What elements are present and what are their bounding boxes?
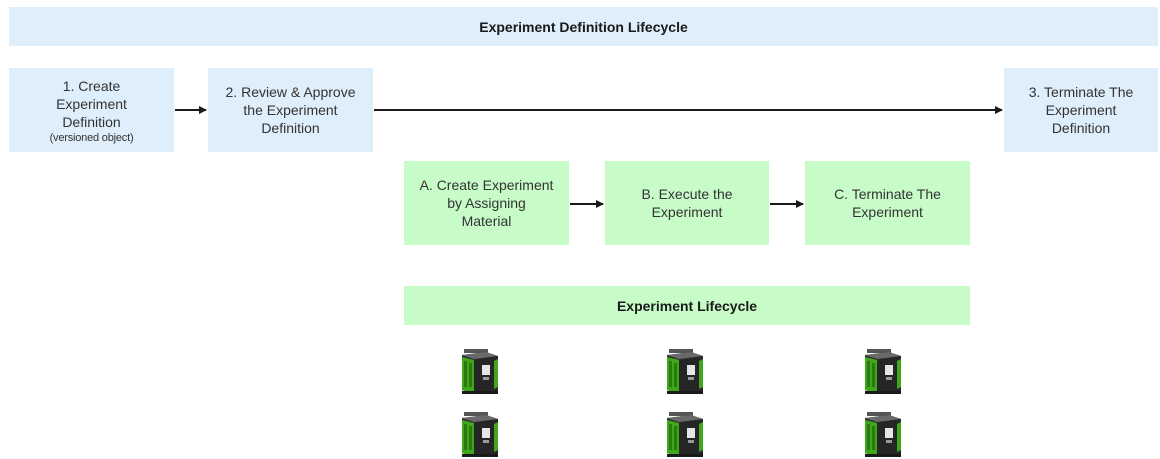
step-terminate-experiment: C. Terminate The Experiment bbox=[805, 161, 970, 245]
step-execute-line1: B. Execute the bbox=[641, 186, 733, 202]
step-terminate-definition: 3. Terminate The Experiment Definition bbox=[1004, 68, 1158, 152]
step-review-line3: Definition bbox=[261, 120, 320, 136]
step-create-exp-line3: Material bbox=[461, 213, 512, 229]
lab-instrument-icon bbox=[663, 410, 707, 458]
step-terminate-def-line3: Definition bbox=[1051, 120, 1111, 136]
step-create-experiment: A. Create Experiment by Assigning Materi… bbox=[404, 161, 569, 245]
step-review-line1: 2. Review & Approve bbox=[225, 84, 356, 100]
lab-instrument-icon bbox=[663, 347, 707, 395]
step-terminate-exp-line2: Experiment bbox=[852, 204, 923, 220]
step-terminate-def-line2: Experiment bbox=[1045, 102, 1117, 118]
step-create-definition: 1. Create Experiment Definition (version… bbox=[9, 68, 174, 152]
step-create-exp-line1: A. Create Experiment bbox=[419, 177, 554, 193]
experiment-lifecycle-title: Experiment Lifecycle bbox=[616, 297, 758, 314]
step-execute-line2: Experiment bbox=[651, 204, 723, 220]
step-terminate-exp-line1: C. Terminate The bbox=[834, 186, 941, 202]
lab-instrument-icon bbox=[861, 410, 905, 458]
lab-instrument-icon bbox=[458, 410, 502, 458]
definition-lifecycle-title: Experiment Definition Lifecycle bbox=[479, 18, 688, 35]
step-create-line1: 1. Create bbox=[62, 78, 121, 94]
lab-instrument-icon bbox=[861, 347, 905, 395]
step-terminate-def-line1: 3. Terminate The bbox=[1028, 84, 1134, 100]
step-create-exp-line2: by Assigning bbox=[447, 195, 526, 211]
definition-lifecycle-banner: Experiment Definition Lifecycle bbox=[9, 7, 1158, 46]
step-create-line2: Experiment bbox=[56, 96, 127, 112]
step-review-approve: 2. Review & Approve the Experiment Defin… bbox=[208, 68, 373, 152]
step-execute-experiment: B. Execute the Experiment bbox=[605, 161, 769, 245]
lab-instrument-icon bbox=[458, 347, 502, 395]
step-create-note: (versioned object) bbox=[49, 132, 134, 144]
step-create-line3: Definition bbox=[62, 114, 121, 130]
step-review-line2: the Experiment bbox=[243, 102, 338, 118]
experiment-lifecycle-banner: Experiment Lifecycle bbox=[404, 286, 970, 325]
